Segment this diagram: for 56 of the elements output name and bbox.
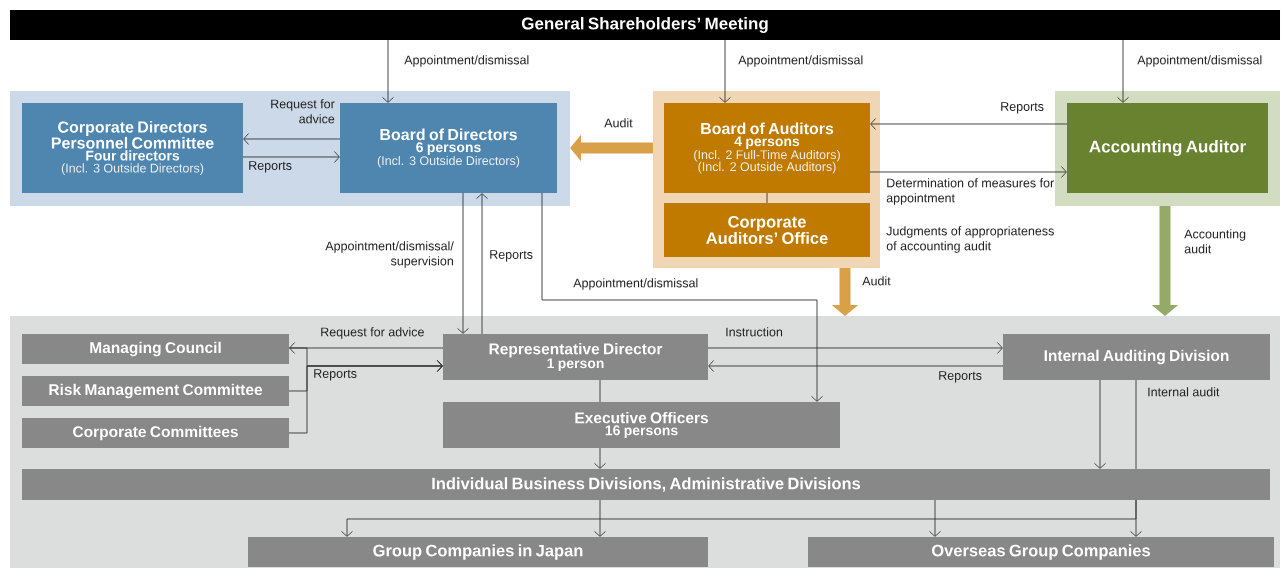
connector-line <box>599 379 601 403</box>
director-box: Representative Director 1 person <box>443 334 708 380</box>
arrow <box>594 447 606 469</box>
edge-label: Appointment/dismissal/ supervision <box>325 241 454 268</box>
arrow <box>476 193 488 335</box>
officers-box: Executive Officers 16 persons <box>443 402 840 448</box>
edge-label: Reports <box>1001 102 1044 114</box>
edge-label: Audit <box>862 276 891 286</box>
edge-label: Appointment/dismissal <box>738 55 863 67</box>
arrow <box>708 360 1004 372</box>
banner-box: General Shareholders’ Meeting <box>10 10 1280 40</box>
arrow <box>541 192 823 402</box>
companies-box: Overseas Group Companies <box>808 537 1274 567</box>
division-box: Internal Auditing Division <box>1003 334 1270 380</box>
edge-label: Instruction <box>726 327 783 337</box>
companies-box: Group Companies in Japan <box>248 537 708 567</box>
edge-label: Determination of measures for appointment <box>886 178 1054 205</box>
arrow <box>288 360 443 434</box>
board-box: Board of Auditors 4 persons (Incl. 2 Full-Time Auditors) (Incl. 2 Outside Auditors) <box>664 103 870 193</box>
edge-label: Appointment/dismissal <box>404 55 529 67</box>
arrow <box>1130 499 1142 537</box>
edge-label: Request for advice <box>321 327 424 339</box>
arrow <box>457 192 469 334</box>
note-text: Judgments of appropriateness of accounting audit <box>886 226 1054 253</box>
office-box: Corporate Auditors’ Office <box>664 203 870 257</box>
arrow <box>870 118 1068 130</box>
edge-label: Appointment/dismissal <box>573 278 698 290</box>
arrow <box>594 499 606 537</box>
arrow <box>1094 379 1106 469</box>
arrow <box>719 39 731 103</box>
edge-label: Internal audit <box>1148 387 1220 397</box>
board-box: Board of Directors 6 persons (Incl. 3 Outside Directors) <box>340 103 557 193</box>
arrow <box>929 499 941 537</box>
arrow <box>382 39 394 103</box>
connector-line <box>1135 379 1137 470</box>
edge-label: Reports <box>939 371 982 383</box>
committee-box: Corporate Committees <box>22 418 289 448</box>
edge-label: Reports <box>490 250 533 262</box>
edge-label: Request for advice <box>271 99 335 124</box>
committee-box: Corporate Directors Personnel Committee Four directors (Incl. 3 Outside Directors) <box>22 103 243 193</box>
arrow <box>1117 39 1129 103</box>
council-box: Managing Council <box>22 334 289 364</box>
connector-line <box>766 192 768 204</box>
edge-label: Reports <box>249 161 292 173</box>
edge-label: Appointment/dismissal <box>1137 55 1262 67</box>
arrow <box>242 151 340 163</box>
auditor-box: Accounting Auditor <box>1067 103 1268 193</box>
edge-label: Accounting audit <box>1184 229 1246 254</box>
arrow <box>289 342 444 354</box>
edge-label: Reports <box>314 369 357 381</box>
divisions-band: Individual Business Divisions, Administrative Divisions <box>22 469 1270 500</box>
edge-label: Audit <box>604 118 633 128</box>
arrow <box>243 133 341 145</box>
arrow <box>707 342 1003 354</box>
arrow <box>869 166 1067 178</box>
committee-box: Risk Management Committee <box>22 376 289 406</box>
